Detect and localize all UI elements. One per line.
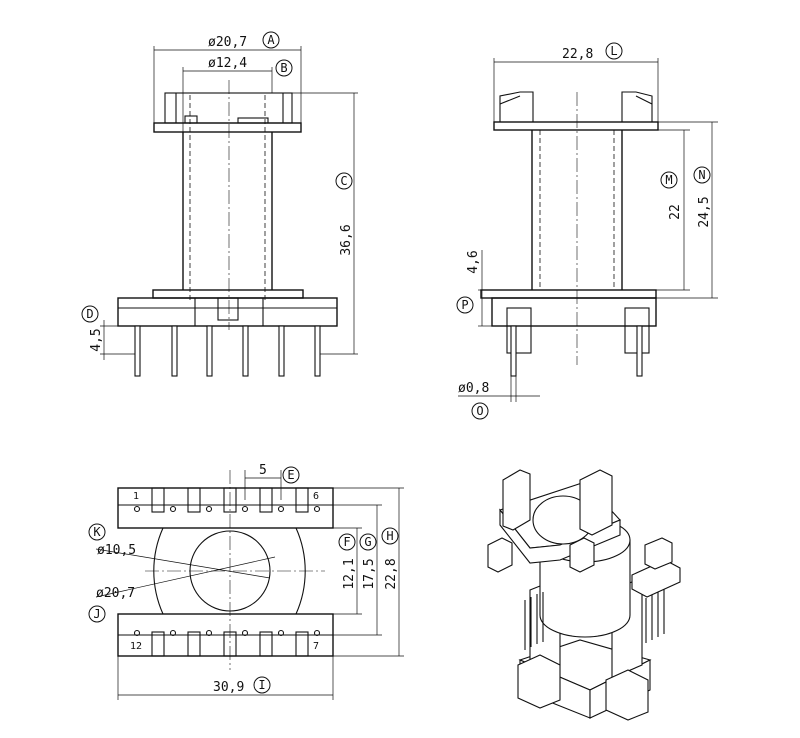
dim-j-letter: J	[93, 607, 100, 621]
dim-b-value: ø12,4	[208, 56, 247, 71]
dim-c-letter: C	[340, 174, 347, 188]
dim-p-value: 4,6	[466, 250, 481, 273]
dim-e-value: 5	[259, 463, 267, 478]
dim-m-letter: M	[665, 173, 672, 187]
front-pins	[134, 325, 321, 377]
dim-k-value: ø10,5	[97, 543, 136, 558]
pin-number-6: 6	[313, 491, 319, 502]
dim-d-letter: D	[86, 307, 93, 321]
pin-holes	[133, 505, 321, 637]
dim-e-letter: E	[287, 468, 294, 482]
dim-l-letter: L	[610, 44, 617, 58]
top-slots	[151, 487, 309, 513]
dim-l-value: 22,8	[562, 47, 593, 62]
dim-b-letter: B	[280, 61, 287, 75]
dim-a-letter: A	[267, 33, 275, 47]
pin-number-12: 12	[130, 641, 142, 652]
dim-d-value: 4,5	[89, 328, 104, 351]
dim-n-value: 24,5	[697, 196, 712, 227]
side-view: 22,8 L M 22 N 24,5 4,6 P ø0,8 O	[456, 42, 718, 420]
pin-number-7: 7	[313, 641, 319, 652]
dim-h-letter: H	[386, 529, 393, 543]
dim-m-value: 22	[668, 204, 683, 220]
dim-o-letter: O	[476, 404, 483, 418]
dim-a-value: ø20,7	[208, 35, 247, 50]
pin-number-1: 1	[133, 491, 139, 502]
dim-o-value: ø0,8	[458, 381, 489, 396]
dim-f-value: 12,1	[342, 558, 357, 589]
dim-n-letter: N	[698, 168, 705, 182]
dim-i-value: 30,9	[213, 680, 244, 695]
isometric-view	[487, 469, 681, 721]
dim-h-value: 22,8	[384, 558, 399, 589]
dim-g-value: 17,5	[362, 558, 377, 589]
dim-i-letter: I	[258, 678, 265, 692]
dim-g-letter: G	[364, 535, 371, 549]
dim-f-letter: F	[343, 535, 350, 549]
dim-p-letter: P	[461, 298, 468, 312]
front-view: ø20,7 A ø12,4 B C 36,6 D 4,5	[81, 31, 358, 377]
dim-k-letter: K	[93, 525, 101, 539]
dim-c-value: 36,6	[339, 224, 354, 255]
dim-j-value: ø20,7	[96, 586, 135, 601]
bottom-view: 1 6 12 7 5 E F 12,1 G 17,5	[88, 463, 404, 700]
